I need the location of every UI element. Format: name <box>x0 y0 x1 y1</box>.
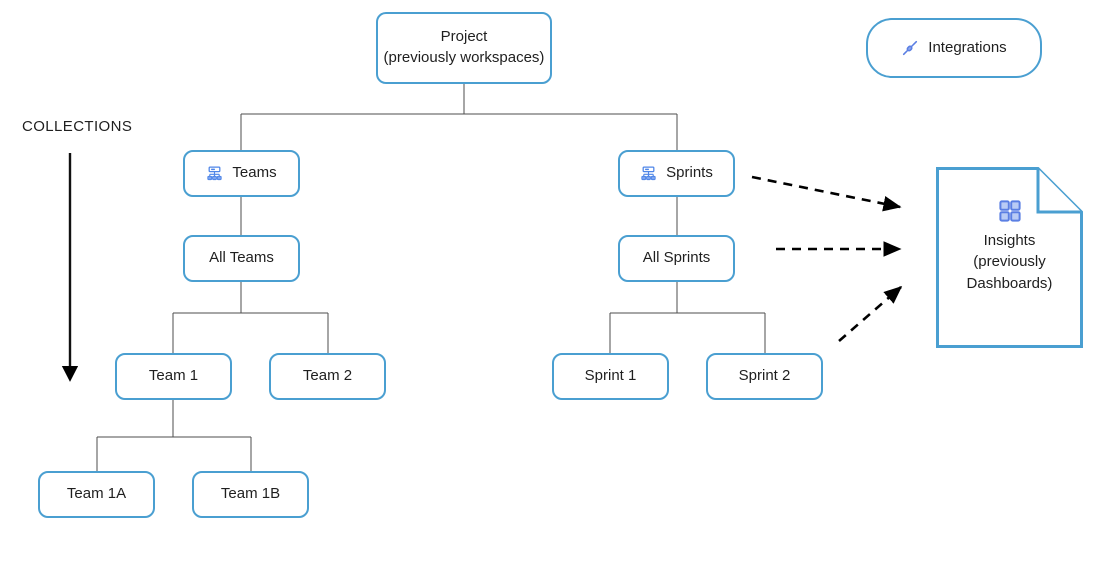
node-sprints-label: Sprints <box>666 164 713 182</box>
node-team-1[interactable]: Team 1 <box>115 353 232 400</box>
node-integrations[interactable]: Integrations <box>866 18 1042 78</box>
node-sprint-2[interactable]: Sprint 2 <box>706 353 823 400</box>
node-team-1-label: Team 1 <box>148 367 199 385</box>
node-teams-label: Teams <box>232 164 277 182</box>
arrow-sprint2-to-insights <box>838 285 903 342</box>
node-all-sprints[interactable]: All Sprints <box>618 235 735 282</box>
hierarchy-icon <box>640 165 657 182</box>
node-team-1b[interactable]: Team 1B <box>192 471 309 518</box>
arrow-sprints-to-insights <box>751 175 902 212</box>
node-sprint-1-label: Sprint 1 <box>584 367 637 385</box>
node-all-teams-label: All Teams <box>209 249 274 267</box>
node-integrations-label: Integrations <box>928 38 1007 56</box>
node-team-2-label: Team 2 <box>302 367 353 385</box>
node-team-2[interactable]: Team 2 <box>269 353 386 400</box>
collections-label: COLLECTIONS <box>22 118 133 135</box>
node-team-1a-label: Team 1A <box>66 485 127 503</box>
node-all-sprints-label: All Sprints <box>642 249 711 267</box>
node-sprint-1[interactable]: Sprint 1 <box>552 353 669 400</box>
node-project[interactable]: Project (previously workspaces) <box>376 12 552 84</box>
dashed-arrows-to-insights <box>751 175 903 342</box>
document-shape <box>936 167 1083 348</box>
node-team-1b-label: Team 1B <box>220 485 281 503</box>
node-sprints[interactable]: Sprints <box>618 150 735 197</box>
node-project-label: Project (previously workspaces) <box>383 28 545 66</box>
node-team-1a[interactable]: Team 1A <box>38 471 155 518</box>
node-teams[interactable]: Teams <box>183 150 300 197</box>
node-all-teams[interactable]: All Teams <box>183 235 300 282</box>
grid-icon <box>998 199 1022 223</box>
grid-icon-wrap <box>936 199 1083 223</box>
node-insights-label: Insights (previously Dashboards) <box>966 232 1053 292</box>
plug-icon <box>901 39 919 57</box>
hierarchy-icon <box>206 165 223 182</box>
node-sprint-2-label: Sprint 2 <box>738 367 791 385</box>
node-insights[interactable]: Insights (previously Dashboards) <box>936 167 1083 348</box>
